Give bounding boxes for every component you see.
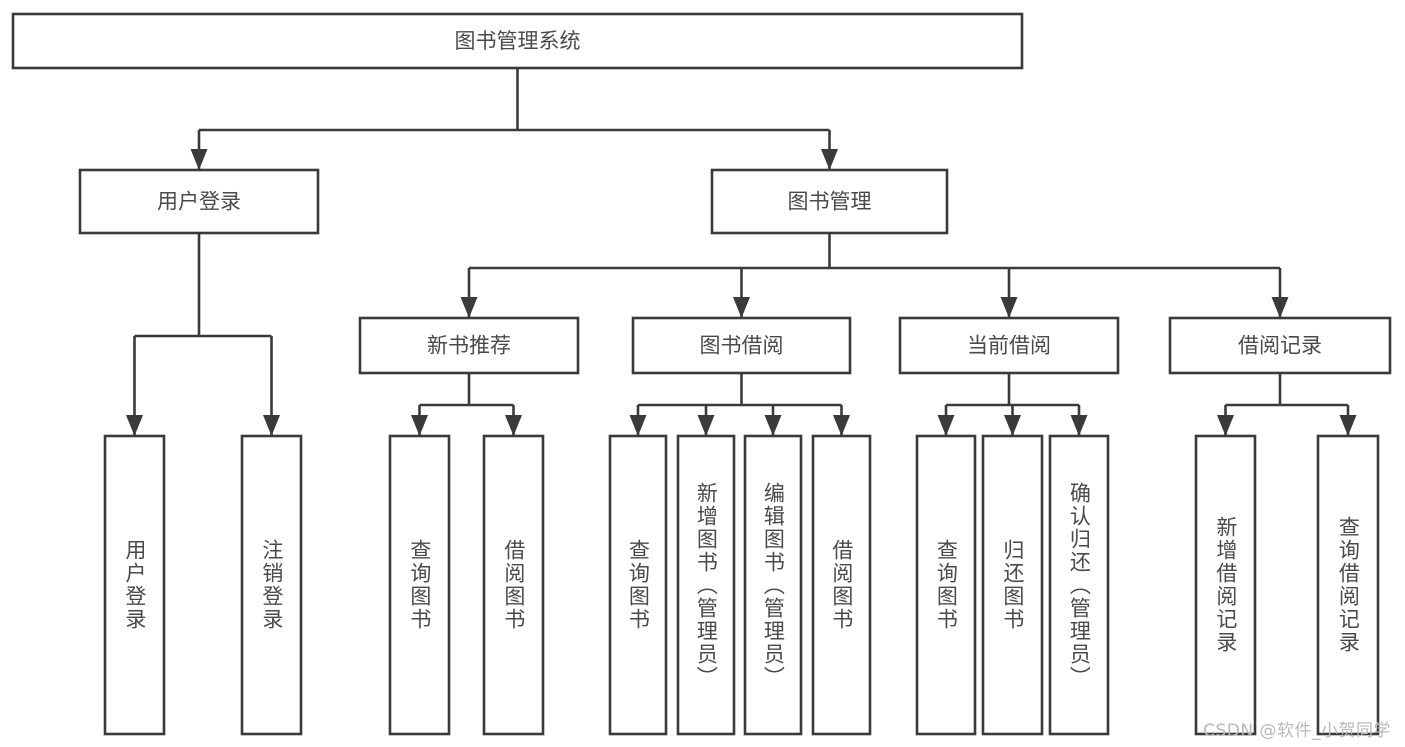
arrow-head-icon: [1339, 415, 1357, 436]
node-box-user-login[interactable]: [78, 168, 320, 235]
edge-layer: [126, 68, 1357, 436]
arrow-head-icon: [764, 415, 782, 436]
node-label-user-login: 用户登录: [157, 190, 241, 214]
watermark-text: CSDN @软件_小贺同学: [1203, 721, 1391, 741]
node-box-book-borrow[interactable]: [631, 316, 852, 375]
arrow-head-icon: [126, 415, 143, 436]
arrow-head-icon: [1070, 415, 1088, 436]
node-box-new-book-recommend[interactable]: [358, 316, 580, 375]
arrow-head-icon: [1217, 415, 1234, 436]
node-box-layer: [11, 12, 1392, 736]
node-box-current-borrow[interactable]: [898, 316, 1120, 375]
arrow-head-icon: [833, 415, 850, 436]
arrow-head-icon: [1004, 415, 1021, 436]
node-box-root[interactable]: [11, 12, 1024, 70]
arrow-head-icon: [411, 415, 428, 436]
arrow-head-icon: [505, 415, 522, 436]
node-box-leaf-add-record[interactable]: [1194, 434, 1257, 736]
arrow-head-icon: [1000, 297, 1018, 318]
node-box-leaf-query-book-2[interactable]: [608, 434, 668, 736]
node-box-book-manage[interactable]: [710, 168, 949, 235]
node-label-root: 图书管理系统: [455, 29, 581, 53]
node-box-leaf-query-record[interactable]: [1316, 434, 1380, 736]
arrow-head-icon: [821, 149, 838, 170]
node-box-leaf-confirm-return[interactable]: [1048, 434, 1110, 736]
arrow-head-icon: [263, 415, 280, 436]
arrow-head-icon: [460, 297, 478, 318]
node-box-leaf-query-book-1[interactable]: [388, 434, 451, 736]
node-box-leaf-add-book[interactable]: [676, 434, 736, 736]
arrow-head-icon: [629, 415, 647, 436]
node-label-new-book-recommend: 新书推荐: [427, 334, 511, 358]
node-box-leaf-borrow-book-2[interactable]: [811, 434, 872, 736]
node-box-leaf-query-book-3[interactable]: [915, 434, 977, 736]
arrow-head-icon: [733, 297, 750, 318]
node-box-leaf-return-book[interactable]: [981, 434, 1044, 736]
arrow-head-icon: [1271, 297, 1289, 318]
node-box-leaf-edit-book[interactable]: [743, 434, 803, 736]
node-box-leaf-logout[interactable]: [240, 434, 303, 736]
node-box-leaf-user-login[interactable]: [103, 434, 166, 736]
arrow-head-icon: [697, 415, 715, 436]
arrow-head-icon: [190, 149, 208, 170]
node-label-book-borrow: 图书借阅: [700, 334, 784, 358]
node-box-borrow-record[interactable]: [1168, 316, 1392, 375]
node-label-current-borrow: 当前借阅: [967, 334, 1051, 358]
node-label-borrow-record: 借阅记录: [1238, 334, 1322, 358]
node-label-book-manage: 图书管理: [788, 190, 872, 214]
arrow-head-icon: [937, 415, 955, 436]
node-box-leaf-borrow-book-1[interactable]: [482, 434, 545, 736]
